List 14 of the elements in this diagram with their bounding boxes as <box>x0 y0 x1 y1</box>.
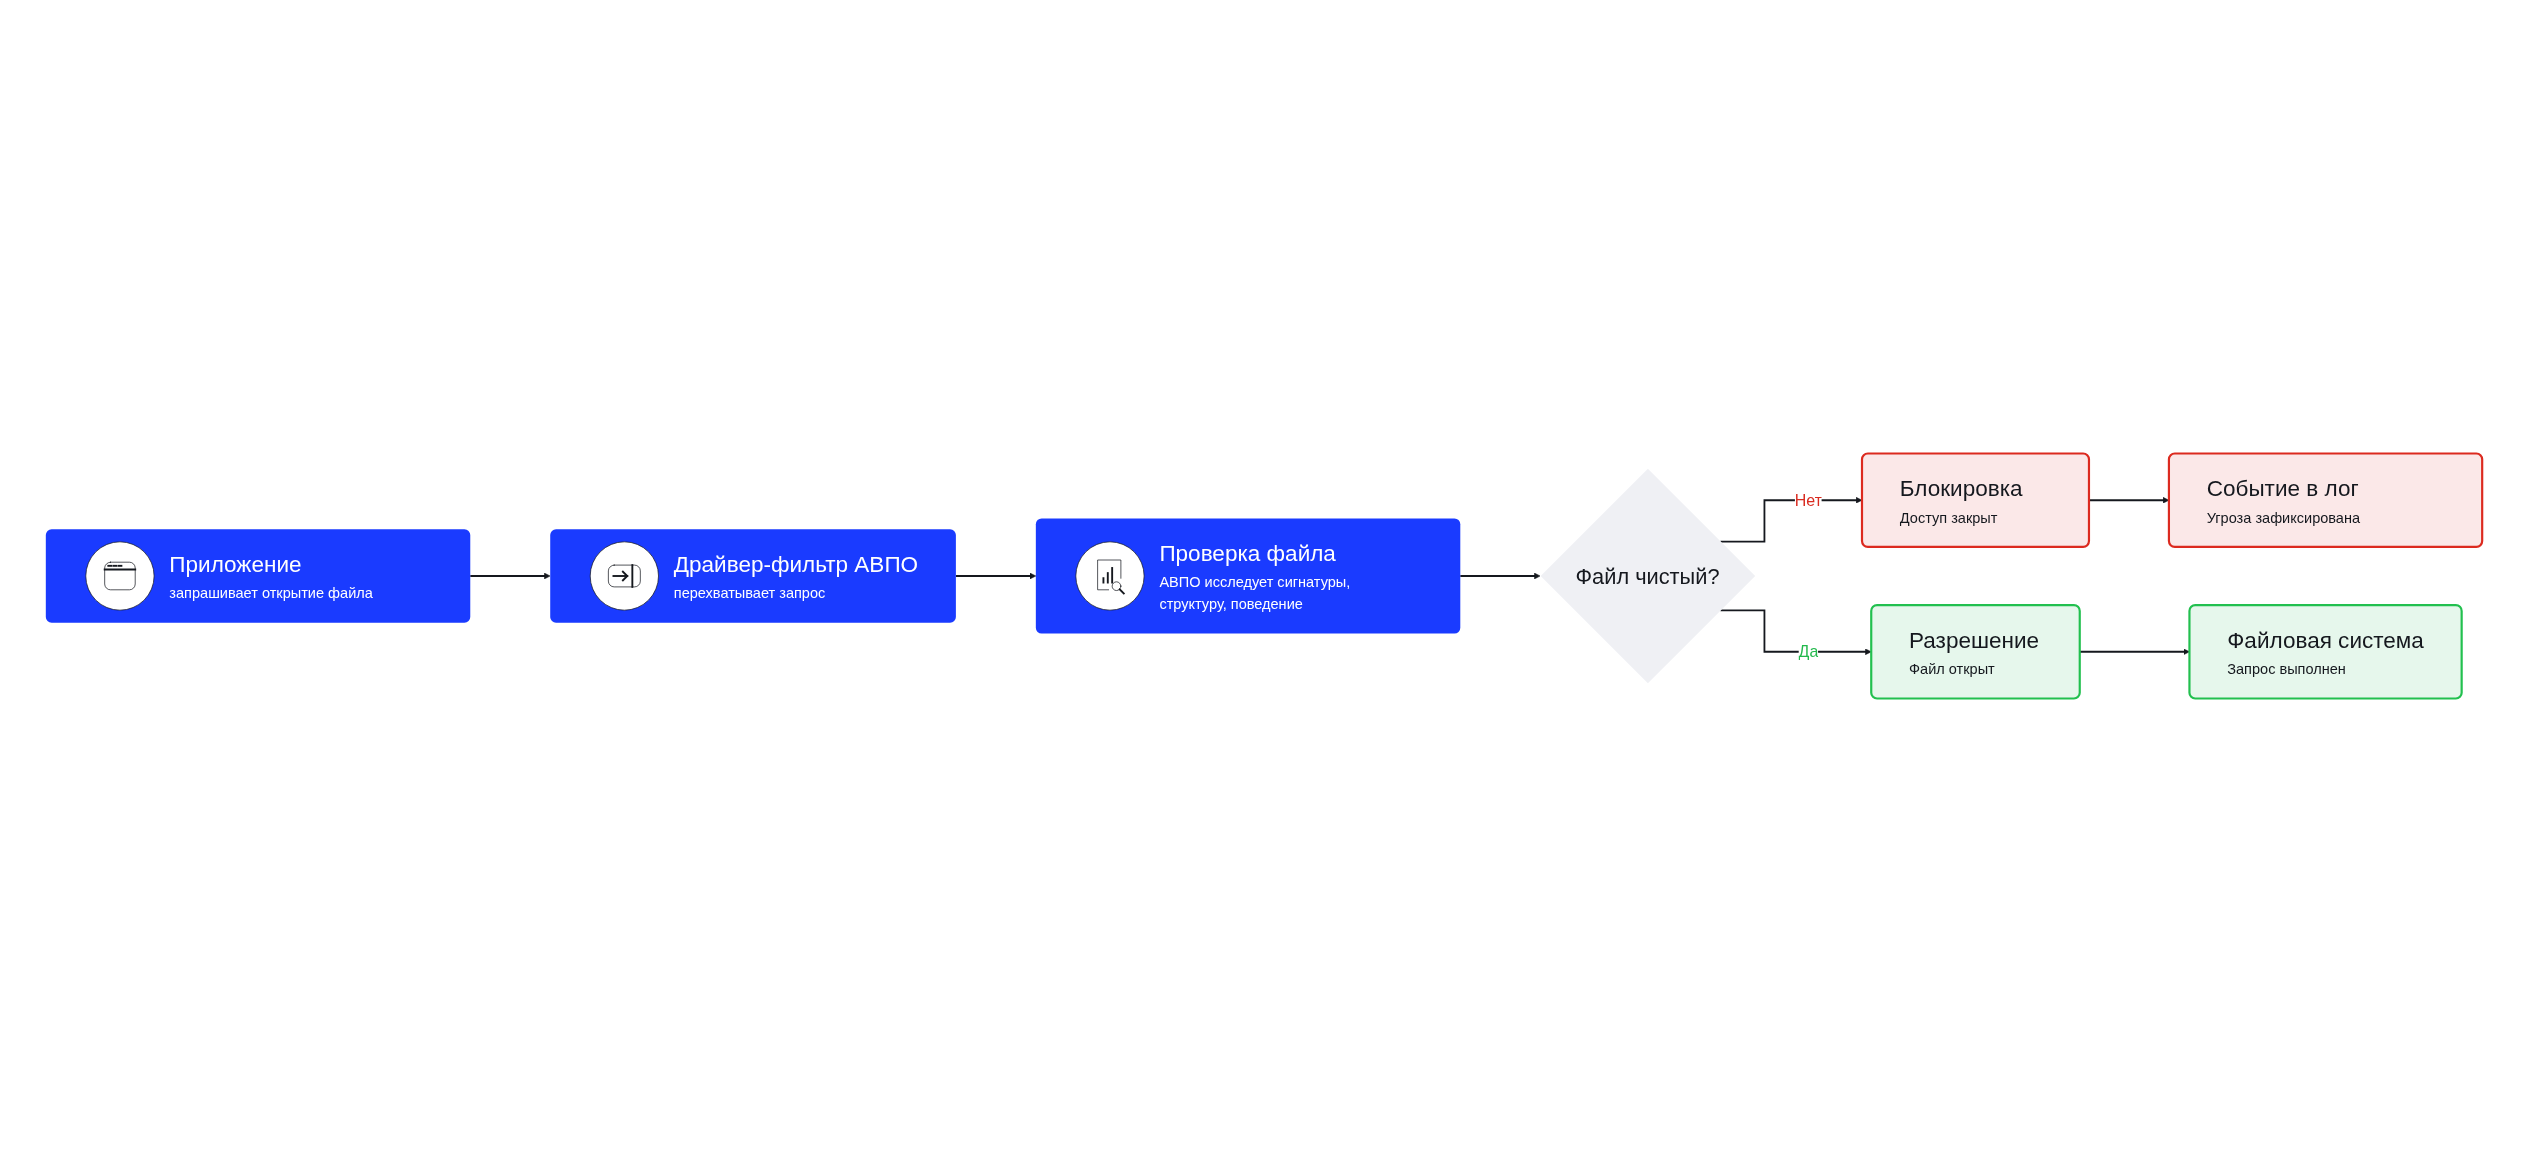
edge-label: Да <box>1798 642 1819 661</box>
node-box: Приложение запрашивает открытие файла <box>45 529 471 623</box>
edge-label: Нет <box>1794 491 1823 510</box>
arrow <box>1719 609 1872 655</box>
arrow <box>955 572 1037 580</box>
node-box: Файловая система Запрос выполнен <box>2188 604 2463 700</box>
arrow <box>1459 572 1541 580</box>
node-box: Разрешение Файл открыт <box>1870 604 2081 700</box>
arrow <box>469 572 551 580</box>
node-box: Блокировка Доступ закрыт <box>1860 452 2091 548</box>
node-box: Драйвер-фильтр АВПО перехватывает запрос <box>550 529 956 623</box>
node-box: Проверка файла АВПО исследует сигнатуры, структуру, поведение <box>1035 518 1461 634</box>
node-diamond: Файл чистый? <box>1540 468 1756 684</box>
node-box: Событие в лог Угроза зафиксирована <box>2167 452 2484 548</box>
